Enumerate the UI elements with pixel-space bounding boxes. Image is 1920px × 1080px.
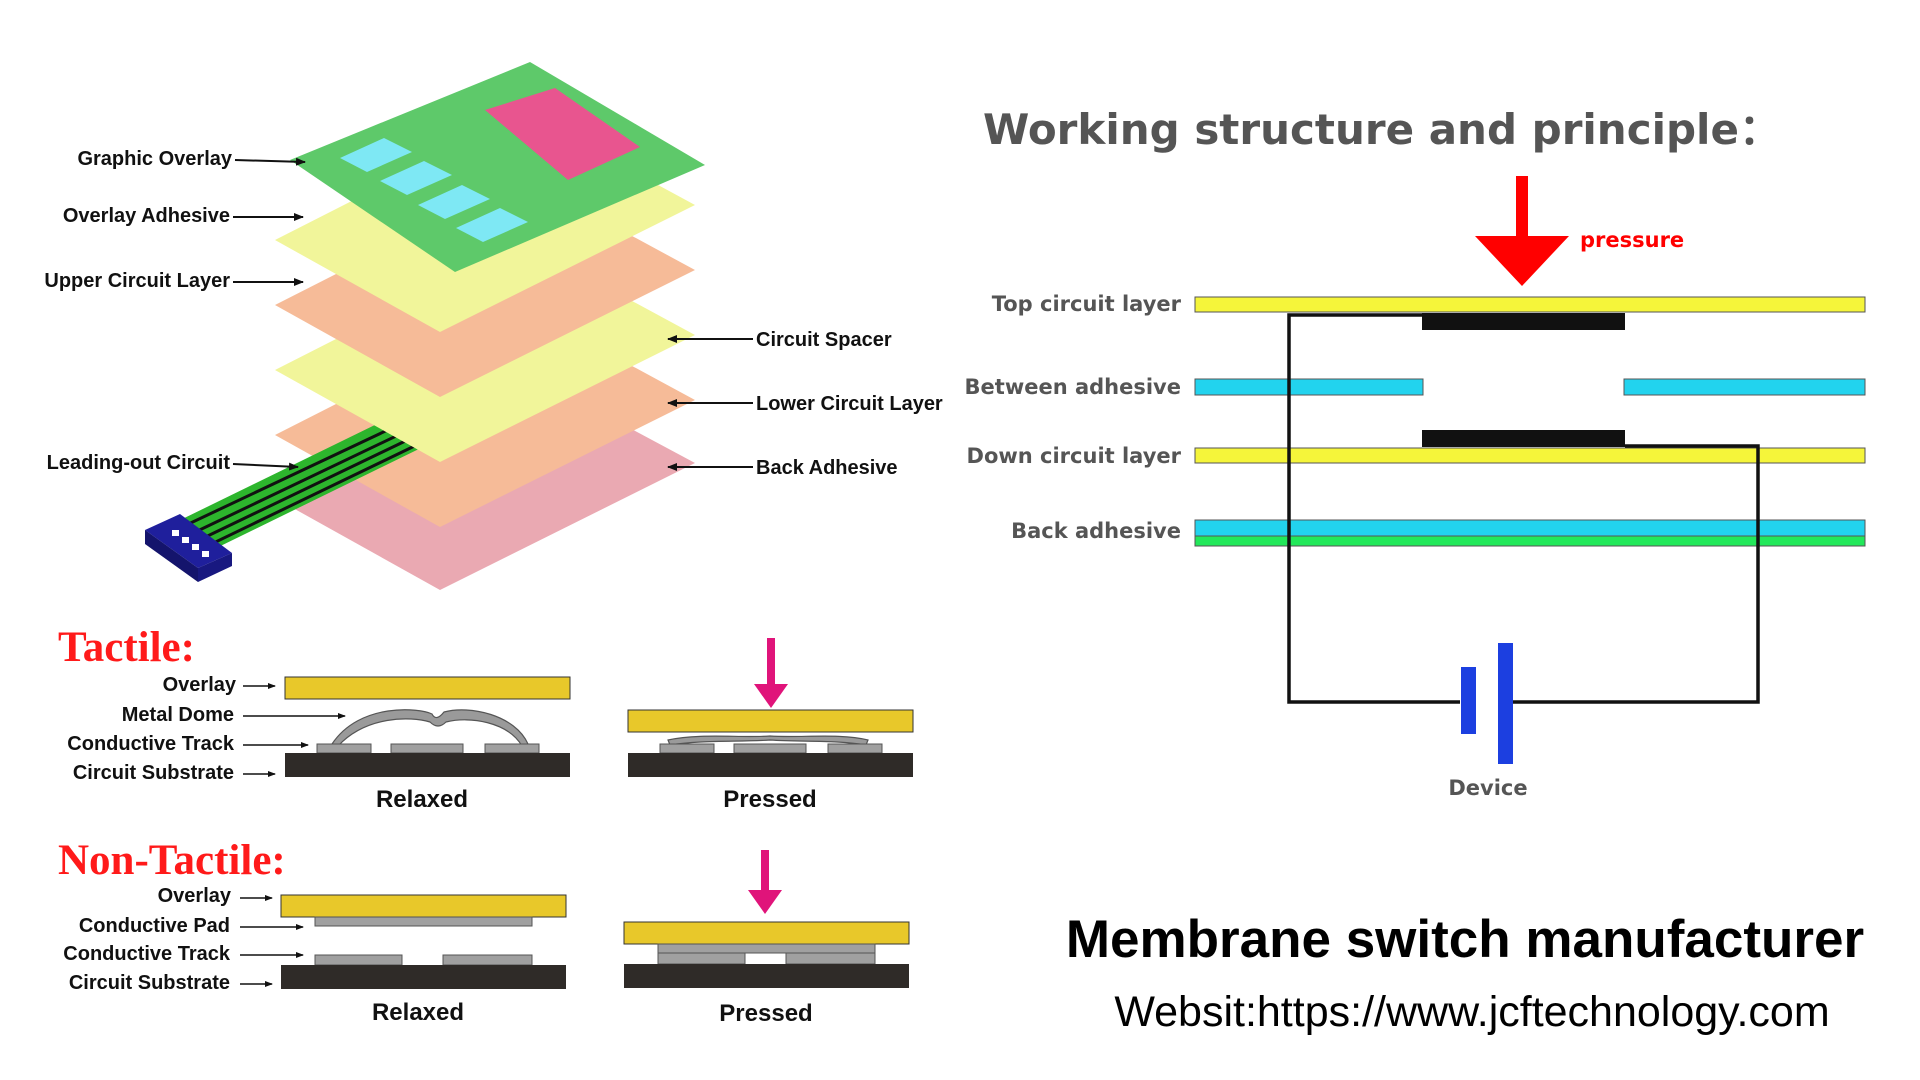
pointer-leading-out-circuit <box>232 462 299 471</box>
bottom-contact-pad <box>1422 430 1625 447</box>
label-leading-out-circuit: Leading-out Circuit <box>47 452 231 474</box>
between-adhesive-left <box>1194 378 1424 396</box>
battery-short-plate <box>1461 667 1476 734</box>
exploded-layer-view: Graphic Overlay Overlay Adhesive Upper C… <box>44 62 943 590</box>
website-link[interactable]: Websit:https://www.jcftechnology.com <box>1114 988 1829 1036</box>
label-top-circuit-layer: Top circuit layer <box>992 292 1182 316</box>
overlay-key-1 <box>340 138 412 172</box>
top-contact-pad <box>1422 313 1625 330</box>
overlay-key-3 <box>418 185 490 219</box>
tactile-press-arrow-shaft <box>767 638 775 686</box>
overlay-key-2 <box>380 161 452 195</box>
leading-out-tail <box>145 403 470 582</box>
non-tactile-pressed-diagram <box>623 850 910 988</box>
tactile-caption-pressed: Pressed <box>723 786 816 813</box>
non-tactile-label-conductive-track: Conductive Track <box>63 943 231 965</box>
label-upper-circuit-layer: Upper Circuit Layer <box>44 270 230 292</box>
tactile-label-metal-dome: Metal Dome <box>122 704 234 726</box>
label-between-adhesive: Between adhesive <box>965 375 1181 399</box>
overlay-window-pink <box>485 88 640 180</box>
circuit-wire <box>1287 313 1760 704</box>
tactile-heading: Tactile: <box>58 624 195 671</box>
tactile-pressed-diagram <box>627 638 914 777</box>
pointer-graphic-overlay <box>234 157 306 166</box>
label-back-adhesive: Back Adhesive <box>756 457 898 479</box>
tactile-press-arrow-head <box>754 684 788 708</box>
label-lower-circuit-layer: Lower Circuit Layer <box>756 393 943 415</box>
non-tactile-label-overlay: Overlay <box>158 885 232 907</box>
non-tactile-press-arrow-head <box>748 890 782 914</box>
tactile-section: Tactile: Overlay Metal Dome Conductive T… <box>58 624 914 813</box>
label-down-circuit-layer: Down circuit layer <box>967 444 1182 468</box>
label-overlay-adhesive: Overlay Adhesive <box>63 205 230 227</box>
non-tactile-label-conductive-pad: Conductive Pad <box>79 915 230 937</box>
footer: Membrane switch manufacturer Websit:http… <box>1066 910 1864 1036</box>
battery-long-plate <box>1498 643 1513 764</box>
non-tactile-relaxed-diagram <box>280 894 567 989</box>
back-adhesive-cyan-bar <box>1194 519 1866 537</box>
tactile-label-conductive-track: Conductive Track <box>67 733 235 755</box>
overlay-key-4 <box>456 208 528 242</box>
principle-title: Working structure and principle： <box>983 105 1781 154</box>
tactile-label-overlay: Overlay <box>163 674 237 696</box>
brand-title: Membrane switch manufacturer <box>1066 910 1864 969</box>
non-tactile-caption-pressed: Pressed <box>719 1000 812 1027</box>
non-tactile-heading: Non-Tactile: <box>58 837 286 884</box>
tactile-relaxed-diagram <box>284 676 571 777</box>
back-adhesive-green-bar <box>1194 535 1866 547</box>
non-tactile-section: Non-Tactile: Overlay Conductive Pad Cond… <box>58 837 910 1027</box>
working-principle-section: Working structure and principle： pressur… <box>965 105 1866 800</box>
top-circuit-layer-bar <box>1194 296 1866 313</box>
device-label: Device <box>1448 776 1527 800</box>
non-tactile-caption-relaxed: Relaxed <box>372 999 464 1026</box>
tactile-label-circuit-substrate: Circuit Substrate <box>73 762 234 784</box>
down-circuit-layer-bar <box>1194 447 1866 464</box>
label-circuit-spacer: Circuit Spacer <box>756 329 892 351</box>
pressure-label: pressure <box>1580 228 1684 252</box>
label-back-adhesive-principle: Back adhesive <box>1011 519 1181 543</box>
non-tactile-label-circuit-substrate: Circuit Substrate <box>69 972 230 994</box>
pressure-arrow-head <box>1475 236 1569 286</box>
label-graphic-overlay: Graphic Overlay <box>77 148 232 170</box>
pressure-arrow-shaft <box>1516 176 1528 238</box>
non-tactile-press-arrow-shaft <box>761 850 769 892</box>
tactile-caption-relaxed: Relaxed <box>376 786 468 813</box>
graphic-overlay-sheet <box>290 62 705 272</box>
between-adhesive-right <box>1623 378 1866 396</box>
